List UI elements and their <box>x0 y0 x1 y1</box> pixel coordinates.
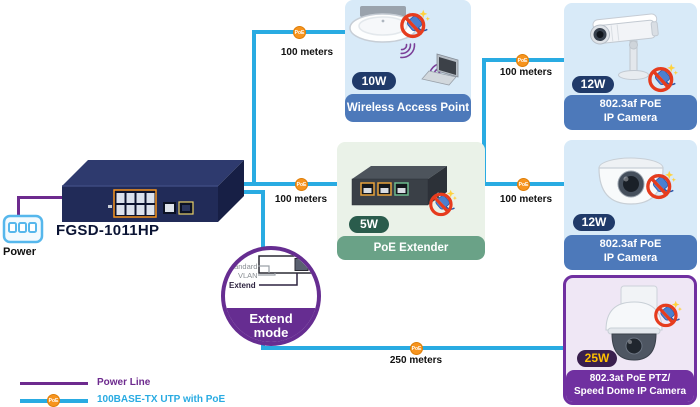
distance-label: 100 meters <box>499 67 553 78</box>
poe-marker-label: PoE <box>296 181 307 188</box>
panel-ptz-speed-dome: 25W 802.3at PoE PTZ/ Speed Dome IP Camer… <box>563 275 697 405</box>
poe-marker-label: PoE <box>517 57 528 64</box>
switch-model-label: FGSD-1011HP <box>56 222 160 239</box>
dip-label-vlan: VLAN <box>238 271 258 280</box>
poe-marker-label: PoE <box>518 181 529 188</box>
poe-marker: PoE <box>295 178 308 191</box>
no-power-icon <box>654 300 682 328</box>
power-label: Power <box>3 246 37 258</box>
power-cable-horizontal <box>17 196 63 199</box>
poe-marker-label: PoE <box>411 345 422 352</box>
panel-title-line2: IP Camera <box>603 252 658 264</box>
utp-cable-extender-to-camera-top-vertical <box>482 58 486 186</box>
panel-title-bar: 802.3af PoE IP Camera <box>564 95 697 130</box>
panel-title-bar: 802.3af PoE IP Camera <box>564 235 697 270</box>
panel-title-line2: IP Camera <box>603 112 658 124</box>
poe-switch-illustration <box>62 160 244 222</box>
speed-dome-camera-illustration <box>605 285 682 361</box>
power-budget-badge: 5W <box>349 216 389 233</box>
panel-title: PoE Extender <box>373 242 449 254</box>
panel-title-line1: 802.3at PoE PTZ/ <box>589 373 671 384</box>
poe-marker: PoE <box>410 342 423 355</box>
dip-label-extend: Extend <box>229 281 256 290</box>
panel-title-bar: PoE Extender <box>337 236 485 260</box>
extend-mode-line1: Extend <box>249 311 293 326</box>
extend-mode-line2: mode <box>253 325 289 340</box>
power-cable-vertical <box>17 196 20 217</box>
power-plug-icon <box>2 214 44 244</box>
panel-title-line2: Speed Dome IP Camera <box>573 386 687 397</box>
dome-camera-illustration <box>598 157 676 205</box>
power-budget-badge: 10W <box>352 72 396 90</box>
dip-label-standard: Standard <box>227 262 257 271</box>
wireless-ap-illustration <box>349 6 459 86</box>
dip-switch-icon: Standard VLAN Extend <box>227 255 312 290</box>
panel-poe-ip-camera-mid: 12W 802.3af PoE IP Camera <box>564 140 697 270</box>
poe-marker: PoE <box>517 178 530 191</box>
panel-title-bar: Wireless Access Point <box>345 94 471 122</box>
panel-poe-extender: 5W PoE Extender <box>337 142 485 260</box>
legend-utp-line-label: 100BASE-TX UTP with PoE <box>97 394 226 405</box>
distance-label: 100 meters <box>499 194 553 205</box>
power-budget-badge: 12W <box>572 76 614 93</box>
power-budget-badge: 12W <box>573 214 615 231</box>
panel-title-line1: 802.3af PoE <box>599 238 662 250</box>
poe-marker: PoE <box>47 394 60 407</box>
distance-label: 250 meters <box>389 355 443 366</box>
extend-mode-label: Extend mode <box>225 308 317 342</box>
bullet-camera-illustration <box>590 13 678 93</box>
utp-cable-switch-to-wap-vertical <box>252 30 256 186</box>
legend-power-line-swatch <box>20 382 88 385</box>
poe-marker-label: PoE <box>48 397 59 404</box>
panel-wireless-access-point: 10W Wireless Access Point <box>345 0 471 122</box>
distance-label: 100 meters <box>274 194 328 205</box>
poe-marker: PoE <box>516 54 529 67</box>
distance-label: 100 meters <box>280 47 334 58</box>
poe-extender-illustration <box>351 166 457 217</box>
power-budget-badge: 25W <box>577 350 617 367</box>
panel-title: Wireless Access Point <box>346 102 470 114</box>
panel-title-line1: 802.3af PoE <box>599 98 662 110</box>
poe-marker: PoE <box>293 26 306 39</box>
panel-title-bar: 802.3at PoE PTZ/ Speed Dome IP Camera <box>566 370 694 402</box>
poe-marker-label: PoE <box>294 29 305 36</box>
no-power-icon <box>648 63 678 93</box>
legend-power-line-label: Power Line <box>97 377 151 388</box>
panel-poe-ip-camera-top: 12W 802.3af PoE IP Camera <box>564 3 697 130</box>
laptop-icon <box>421 53 459 86</box>
extend-mode-callout: Standard VLAN Extend Extend mode <box>221 246 321 346</box>
